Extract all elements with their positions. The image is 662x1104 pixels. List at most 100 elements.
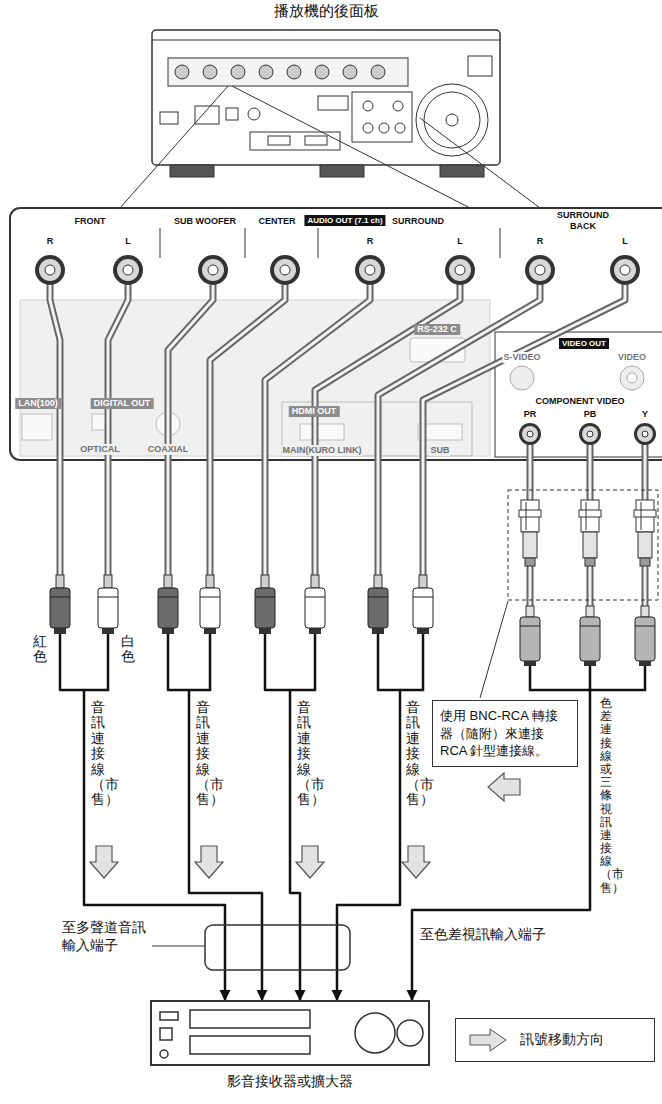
player-rear-panel-drawing xyxy=(152,30,500,177)
rear-panel-closeup-drawing xyxy=(300,424,344,440)
zoom-callout-line xyxy=(120,86,540,208)
player-rear-panel-drawing xyxy=(305,136,327,145)
rear-panel-closeup-drawing xyxy=(627,373,637,383)
player-rear-panel-drawing xyxy=(320,165,364,177)
cable-label: 色差連接線或三條視訊連接線（市售） xyxy=(600,697,612,895)
signal-direction-arrow xyxy=(402,846,430,878)
player-rear-panel-drawing xyxy=(393,101,403,111)
player-rear-panel-drawing xyxy=(363,101,373,111)
cable-junction xyxy=(189,634,210,690)
port-label: RS-232 C xyxy=(414,324,460,335)
port-label: VIDEO xyxy=(617,352,647,363)
receiver-drawing xyxy=(160,1012,178,1020)
port-label: S-VIDEO xyxy=(502,352,541,363)
player-rear-panel-drawing xyxy=(248,108,260,120)
port-label: OPTICAL xyxy=(79,444,121,455)
rca-plug xyxy=(520,606,540,666)
rear-panel-closeup-drawing xyxy=(500,228,501,258)
rear-panel-closeup-drawing xyxy=(620,366,644,390)
receiver-drawing xyxy=(190,1010,310,1028)
cable-connector xyxy=(265,460,300,1000)
player-rear-panel-drawing xyxy=(379,123,389,133)
cable-label: 音訊連接線（市售） xyxy=(297,700,311,808)
cable-wire xyxy=(50,270,645,606)
input-terminal-label: 至色差視訊輸入端子 xyxy=(420,925,546,943)
player-rear-panel-drawing xyxy=(446,114,458,126)
port-label: VIDEO OUT xyxy=(559,338,609,349)
player-rear-panel-drawing xyxy=(160,112,178,124)
port-label: SUB xyxy=(429,445,450,456)
rca-plug xyxy=(305,575,325,634)
port-label: LAN(100) xyxy=(15,398,61,409)
port-label: MAIN(KURO LINK) xyxy=(282,445,363,456)
port-label: COMPONENT VIDEO xyxy=(535,396,624,407)
cable-label: 音訊連接線（市售） xyxy=(406,700,420,808)
player-rear-panel-drawing xyxy=(395,123,405,133)
plug-color-label: 紅色 xyxy=(33,634,47,665)
plug-color-label: 白色 xyxy=(121,634,135,665)
signal-direction-arrow xyxy=(90,846,118,878)
cable-wire xyxy=(50,270,60,575)
cable-wire xyxy=(423,270,625,575)
port-label: R xyxy=(537,236,544,247)
rca-plug xyxy=(635,606,655,666)
cable-wire xyxy=(168,270,213,575)
rca-plug xyxy=(50,500,656,666)
cable-junction xyxy=(590,666,645,690)
cable-connector xyxy=(337,460,400,1000)
receiver-drawing xyxy=(160,1028,172,1040)
rear-panel-closeup-drawing xyxy=(318,228,319,258)
cable-wire xyxy=(315,270,460,575)
output-jack xyxy=(519,423,541,445)
player-rear-panel-drawing xyxy=(440,165,484,177)
rear-panel-closeup-drawing xyxy=(22,414,52,440)
output-jack xyxy=(445,255,475,285)
port-label: PB xyxy=(584,409,597,420)
port-label: AUDIO OUT (7.1 ch) xyxy=(304,215,385,226)
output-jack xyxy=(610,255,640,285)
cable-wire xyxy=(50,270,645,606)
player-rear-panel-drawing xyxy=(195,106,219,124)
player-rear-panel-drawing xyxy=(318,96,348,110)
rca-plug xyxy=(98,575,118,634)
rear-panel-closeup-drawing xyxy=(245,228,246,258)
output-jack xyxy=(35,255,656,445)
port-label: R xyxy=(47,236,54,247)
player-rear-panel-drawing xyxy=(168,58,408,86)
rear-panel-closeup-drawing xyxy=(160,228,500,258)
port-label: SUB WOOFER xyxy=(174,216,236,227)
port-label: FRONT xyxy=(75,216,106,227)
port-label: L xyxy=(125,236,131,247)
note-text: 使用 BNC-RCA 轉接器（隨附）來連接 RCA 針型連接線。 xyxy=(440,707,570,760)
port-label: COAXIAL xyxy=(147,444,190,455)
rca-plug xyxy=(158,575,178,634)
cable-wire xyxy=(108,270,128,575)
output-jack xyxy=(525,255,555,285)
rca-plug xyxy=(519,500,541,566)
cable-wire xyxy=(378,270,540,575)
adapter-dashed-frame xyxy=(508,490,658,600)
cable-connector xyxy=(412,460,590,1000)
legend-swatch xyxy=(466,1025,510,1055)
cable-label: 音訊連接線（市售） xyxy=(91,700,105,808)
cable-connector xyxy=(168,460,262,1000)
legend-arrow-shape xyxy=(470,1029,506,1051)
player-rear-panel-drawing xyxy=(363,123,373,133)
receiver-drawing xyxy=(355,1013,395,1053)
receiver-drawing xyxy=(190,1036,310,1054)
player-rear-panel-drawing xyxy=(424,92,480,148)
rca-plug xyxy=(413,575,433,634)
port-label: Y xyxy=(642,409,648,420)
port-label: L xyxy=(622,236,628,247)
port-label: PR xyxy=(524,409,537,420)
cable-junction xyxy=(84,634,645,690)
output-jack xyxy=(198,255,228,285)
player-rear-panel-drawing xyxy=(152,30,500,165)
rca-plug xyxy=(579,500,601,566)
player-rear-panel-drawing xyxy=(175,65,189,79)
receiver-drawing xyxy=(160,1010,423,1058)
player-rear-panel-drawing xyxy=(203,65,217,79)
adapter-note-box: 使用 BNC-RCA 轉接器（隨附）來連接 RCA 針型連接線。 xyxy=(432,700,578,767)
port-label: L xyxy=(457,236,463,247)
cable-connector xyxy=(60,460,225,1000)
